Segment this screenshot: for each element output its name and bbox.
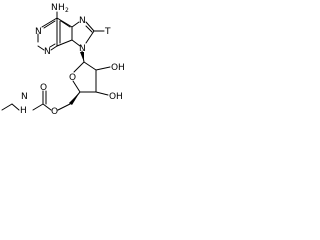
bond-n7-c8-double (85, 25, 93, 33)
atom-nh2-h: H (58, 3, 65, 13)
atom-nh2-subscript: 2 (65, 7, 69, 14)
bond-c6-n1 (41, 17, 58, 28)
carbamoyl-adenosine-structure: N H 2 N N N N T O O H O H O O N H (1, 3, 125, 117)
atom-n9: N (79, 44, 86, 54)
atom-ester-o: O (51, 107, 58, 117)
bond-n3-c4-double (49, 43, 56, 48)
atom-n3: N (44, 47, 51, 57)
bond-c3prime-oh (95, 91, 109, 96)
atom-o4prime: O (69, 73, 76, 83)
bond-c5-c6 (56, 17, 73, 28)
bond-carbonyl-c-n (32, 103, 44, 111)
bond-c5-n7 (71, 21, 80, 28)
bond-ch2-ch3 (1, 103, 13, 111)
wedge-c4prime-c5prime (69, 92, 80, 105)
bond-c1prime-c2prime (83, 61, 97, 71)
atom-amide-n: N (21, 92, 28, 102)
bond-n3-c4 (50, 45, 58, 51)
atom-labels: N H 2 N N N N T O O H O H O O N H (20, 3, 125, 117)
atom-n1: N (35, 27, 42, 37)
atom-oh3-o: O (109, 92, 116, 102)
bond-c5prime-o (57, 103, 71, 111)
bond-c4-ring6 (56, 39, 73, 47)
atom-n7: N (79, 16, 86, 26)
bond-n-ch2 (11, 103, 20, 111)
bond-n9-c4 (71, 39, 81, 47)
bond-o4prime-c4prime (72, 80, 81, 93)
bond-c8-n9 (85, 30, 95, 44)
bond-n7-c8 (85, 21, 95, 32)
bond-c5-c6-inner (60, 20, 71, 28)
bond-c2prime-oh (95, 66, 111, 71)
atom-oh3-h: H (116, 92, 123, 102)
atom-carbonyl-o: O (40, 83, 47, 93)
stereo-bonds (69, 52, 84, 105)
wedge-c1prime-n9 (80, 52, 84, 62)
atom-oh2-h: H (118, 63, 125, 73)
bond-c1prime-o4prime (73, 61, 85, 73)
bond-c2-n3 (37, 45, 45, 51)
bond-o-carbonyl-c (42, 103, 52, 111)
bond-c6-n1-double (43, 20, 56, 29)
atom-amide-h: H (20, 106, 27, 116)
atom-nh2-n: N (51, 3, 58, 13)
bonds (1, 11, 111, 111)
atom-tritium: T (104, 27, 111, 37)
atom-oh2-o: O (111, 63, 118, 73)
